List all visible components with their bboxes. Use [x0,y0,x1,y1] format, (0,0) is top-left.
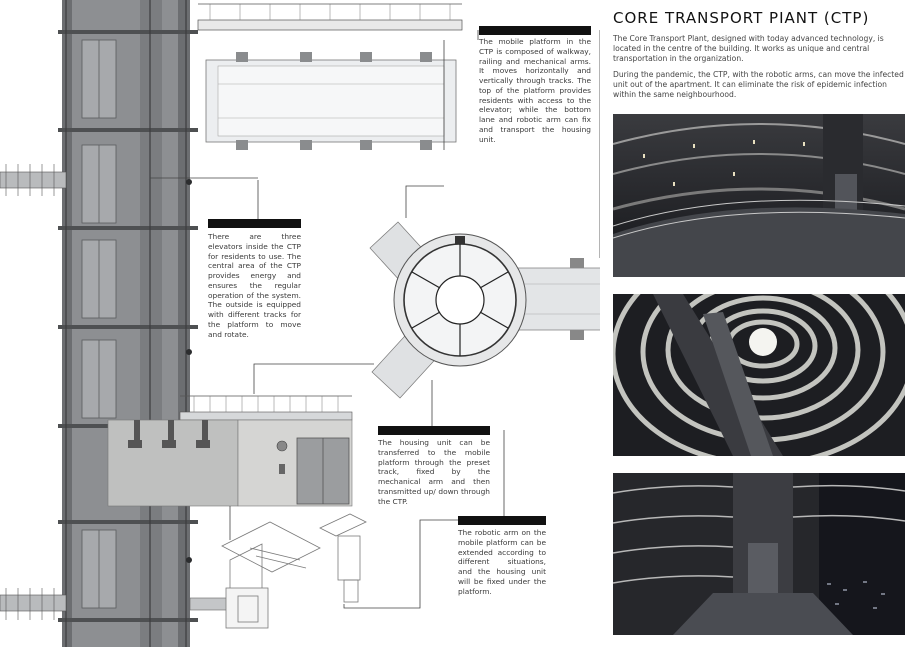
render-atrium-night [613,473,905,635]
ctp-central-hub-plan [369,221,600,399]
leader-lines [150,30,600,609]
housing-unit-elevation [107,419,353,507]
caption-housing-unit: The housing unit can be transferred to t… [378,438,490,506]
core-shaft [62,0,190,647]
robotic-arm-sketch [221,513,367,629]
vent-icon [276,440,288,452]
caption-bar-robotic-arm [458,516,546,525]
panel-title: CORE TRANSPORT PIANT (CTP) [613,9,870,27]
elevator-doors [81,39,117,609]
side-platform-left-bottom [0,588,67,620]
caption-elevators: There are three elevators inside the CTP… [208,232,301,339]
hub-right-arm [515,267,600,331]
top-walkway-railing [197,3,463,31]
panel-description-2: During the pandemic, the CTP, with the r… [613,70,904,99]
caption-robotic-arm: The robotic arm on the mobile platform c… [458,528,546,596]
caption-bar-housing-unit [378,426,490,435]
mobile-platform-plan [205,52,457,150]
caption-bar-elevators [208,219,301,228]
robotic-clamps [128,420,210,448]
core-elevation-drawing [0,0,600,647]
lower-platform-railing [179,395,353,421]
render-atrium-balconies [613,114,905,277]
panel-description-1: The Core Transport Plant, designed with … [613,34,884,63]
side-platform-left-top [0,164,67,196]
caption-platform: The mobile platform in the CTP is compos… [479,37,591,144]
caption-bar-platform [479,26,591,35]
render-spiral-core [613,294,905,456]
